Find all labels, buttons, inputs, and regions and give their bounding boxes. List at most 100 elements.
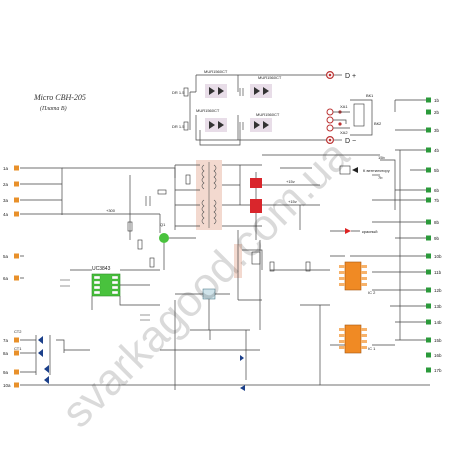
diode-module-4: [250, 118, 272, 132]
left-terminal-label: 2a: [3, 182, 9, 187]
ic1-chip: IC 1: [339, 324, 376, 354]
right-terminal-8b[interactable]: 8b: [426, 219, 440, 225]
right-terminal-13b[interactable]: 13b: [426, 303, 442, 309]
right-terminal-label: 13b: [434, 304, 442, 309]
schematic-subtitle: (Плата В): [40, 105, 67, 112]
left-terminal-label: 4a: [3, 212, 9, 217]
net-label-7b: 7b: [378, 175, 383, 180]
ic2-chip: IC 2: [339, 261, 376, 295]
ic1-label: IC 1: [368, 346, 376, 351]
right-terminal-label: 16b: [434, 353, 442, 358]
left-terminal-label: 5a: [3, 254, 9, 259]
left-terminal-10a[interactable]: 10a: [3, 382, 19, 388]
left-terminal-6a[interactable]: 6a: [3, 275, 19, 281]
power-rail-15v: +15v +15v К вентилятору 15b 7b: [262, 154, 390, 230]
left-terminal-8a[interactable]: 8a: [3, 350, 19, 356]
output-rectifier-block: MUR1560CT MUR1560CT MUR1560CT MUR1560CT …: [172, 69, 330, 146]
right-terminal-6b[interactable]: 6b: [426, 187, 440, 193]
net-label-300v: +300: [106, 208, 116, 213]
diode-module-3: [205, 118, 227, 132]
net-label-15b: 15b: [378, 155, 385, 160]
right-terminal-label: 4b: [434, 148, 440, 153]
left-terminal-7a[interactable]: 7a: [3, 337, 19, 343]
red-led-label: красный: [362, 229, 378, 234]
right-terminal-label: 14b: [434, 320, 442, 325]
left-terminal-label: 6a: [3, 276, 9, 281]
right-terminal-label: 11b: [434, 270, 442, 275]
right-terminal-10b[interactable]: 10b: [426, 253, 442, 259]
minus-label: D −: [345, 138, 356, 145]
left-terminal-label: 7a: [3, 338, 9, 343]
vk2-label: ВК2: [374, 121, 382, 126]
right-terminal-4b[interactable]: 4b: [426, 147, 440, 153]
diode-label-4: MUR1560CT: [256, 112, 280, 117]
ct-diode-bridge: СТ2 СТ1: [14, 329, 49, 384]
right-terminal-label: 3b: [434, 128, 440, 133]
right-terminal-16b[interactable]: 16b: [426, 352, 442, 358]
xa1-label: ХА1: [340, 104, 348, 109]
right-terminal-9b[interactable]: 9b: [426, 235, 440, 241]
right-terminal-label: 6b: [434, 188, 440, 193]
ct1-label: СТ1: [14, 346, 22, 351]
right-terminal-label: 1b: [434, 98, 440, 103]
right-terminal-14b[interactable]: 14b: [426, 319, 442, 325]
schematic-title: Mіcro СВН-205: [33, 93, 86, 102]
right-terminal-label: 5b: [434, 168, 440, 173]
left-terminal-1a[interactable]: 1a: [3, 165, 19, 171]
main-transformer: [174, 160, 262, 230]
right-terminal-7b[interactable]: 7b: [426, 197, 440, 203]
vk1-label: ВК1: [366, 93, 374, 98]
right-terminal-label: 7b: [434, 198, 440, 203]
uc3843-label: UC3843: [92, 266, 111, 272]
optocoupler: [175, 288, 230, 330]
diode-module-1: [205, 84, 227, 98]
red-led: красный: [330, 228, 378, 234]
terminal-group-xa: ВК1 ВК2 ХА1 ХА2: [326, 93, 382, 136]
right-terminal-label: 8b: [434, 220, 440, 225]
left-terminal-2a[interactable]: 2a: [3, 181, 19, 187]
right-terminal-column: 1b 2b 3b 4b 5b 6b 7b 8b 9b 10b 11b 12b 13b 14b 15b 16b 1…: [426, 97, 442, 373]
left-terminal-3a[interactable]: 3a: [3, 197, 19, 203]
dr-label-2: DR 1.5: [172, 124, 185, 129]
left-terminal-4a[interactable]: 4a: [3, 211, 19, 217]
right-terminal-5b[interactable]: 5b: [426, 167, 440, 173]
right-terminal-11b[interactable]: 11b: [426, 269, 442, 275]
net-label-15v-2: +15v: [288, 199, 297, 204]
diode-label-3: MUR1560CT: [196, 108, 220, 113]
ct2-label: СТ2: [14, 329, 22, 334]
right-terminal-label: 15b: [434, 338, 442, 343]
q1-label: Q1: [160, 222, 166, 227]
misc-passives: [60, 174, 311, 321]
right-terminal-12b[interactable]: 12b: [426, 287, 442, 293]
right-terminal-label: 17b: [434, 368, 442, 373]
dr-label-1: DR 1.5: [172, 90, 185, 95]
right-terminal-15b[interactable]: 15b: [426, 337, 442, 343]
diode-label-1: MUR1560CT: [204, 69, 228, 74]
pink-connector: [234, 230, 263, 301]
left-terminal-5a[interactable]: 5a: [3, 253, 19, 259]
right-terminal-3b[interactable]: 3b: [426, 127, 440, 133]
net-label-15v-1: +15v: [286, 179, 295, 184]
output-terminal-plus[interactable]: D +: [326, 70, 356, 80]
uc3843-chip: UC3843: [70, 266, 160, 310]
right-terminal-2b[interactable]: 2b: [426, 109, 440, 115]
left-terminal-label: 1a: [3, 166, 9, 171]
right-terminal-label: 2b: [434, 110, 440, 115]
left-terminal-label: 10a: [3, 383, 11, 388]
right-terminal-label: 9b: [434, 236, 440, 241]
output-terminal-minus[interactable]: D −: [326, 136, 356, 145]
diode-module-2: [250, 84, 272, 98]
left-terminal-label: 9a: [3, 370, 9, 375]
left-terminal-label: 3a: [3, 198, 9, 203]
plus-label: D +: [345, 73, 356, 80]
fan-label: К вентилятору: [363, 168, 390, 173]
relay-component: [250, 172, 262, 240]
right-terminal-1b[interactable]: 1b: [426, 97, 440, 103]
left-terminal-column: 1a 2a 3a 4a 5a 6a 7a 8a 9a 10a: [3, 165, 19, 388]
right-terminal-17b[interactable]: 17b: [426, 367, 442, 373]
q1-transistor: Q1: [159, 214, 196, 270]
left-terminal-label: 8a: [3, 351, 9, 356]
left-terminal-9a[interactable]: 9a: [3, 369, 19, 375]
